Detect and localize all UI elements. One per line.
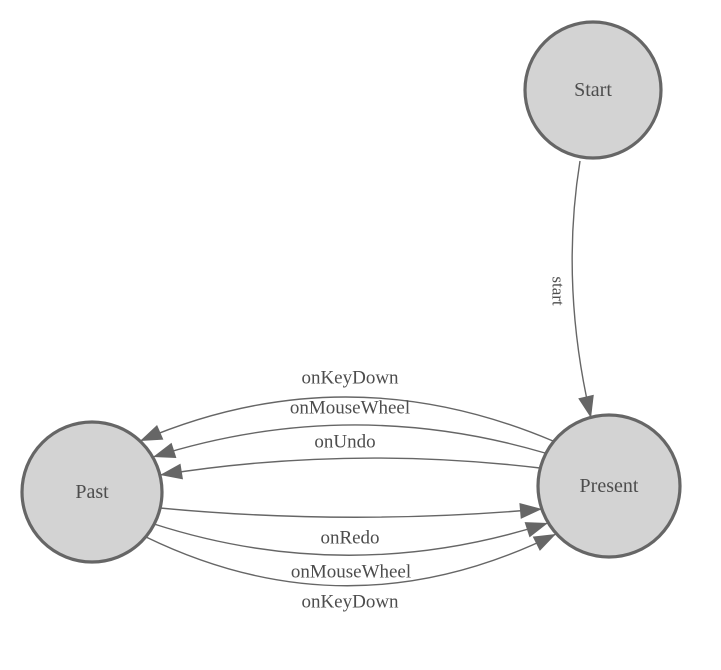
transition-edge-past-to-present-onmousewheel [153, 522, 549, 556]
transition-label-present-to-past-onkeydown: onKeyDown [301, 368, 399, 389]
state-circle-start [523, 20, 663, 160]
transition-label-past-to-present-onkeydown: onKeyDown [301, 592, 399, 613]
state-circle-present [536, 413, 682, 559]
transition-edge-present-to-past-onmousewheel [152, 424, 546, 458]
transition-label-past-to-present-onmousewheel: onMouseWheel [291, 562, 411, 583]
transition-label-start-to-present-start: start [549, 276, 568, 306]
transition-edge-start-to-present-start [571, 160, 594, 419]
transition-label-present-to-past-onundo: onUndo [314, 432, 375, 453]
transition-label-present-to-past-onmousewheel: onMouseWheel [290, 398, 410, 419]
transition-label-past-to-present-onredo: onRedo [320, 528, 379, 549]
transition-edge-past-to-present-onredo [159, 502, 543, 519]
transition-edge-past-to-present-onkeydown [145, 533, 557, 587]
transition-edge-present-to-past-onkeydown [139, 396, 554, 442]
state-label-start: Start [574, 79, 612, 101]
state-node-past: Past [20, 420, 164, 564]
transition-edge-present-to-past-onundo [159, 457, 541, 480]
state-label-past: Past [75, 481, 109, 503]
state-node-start: Start [523, 20, 663, 160]
state-label-present: Present [580, 475, 639, 497]
state-circle-past [20, 420, 164, 564]
state-node-present: Present [536, 413, 682, 559]
